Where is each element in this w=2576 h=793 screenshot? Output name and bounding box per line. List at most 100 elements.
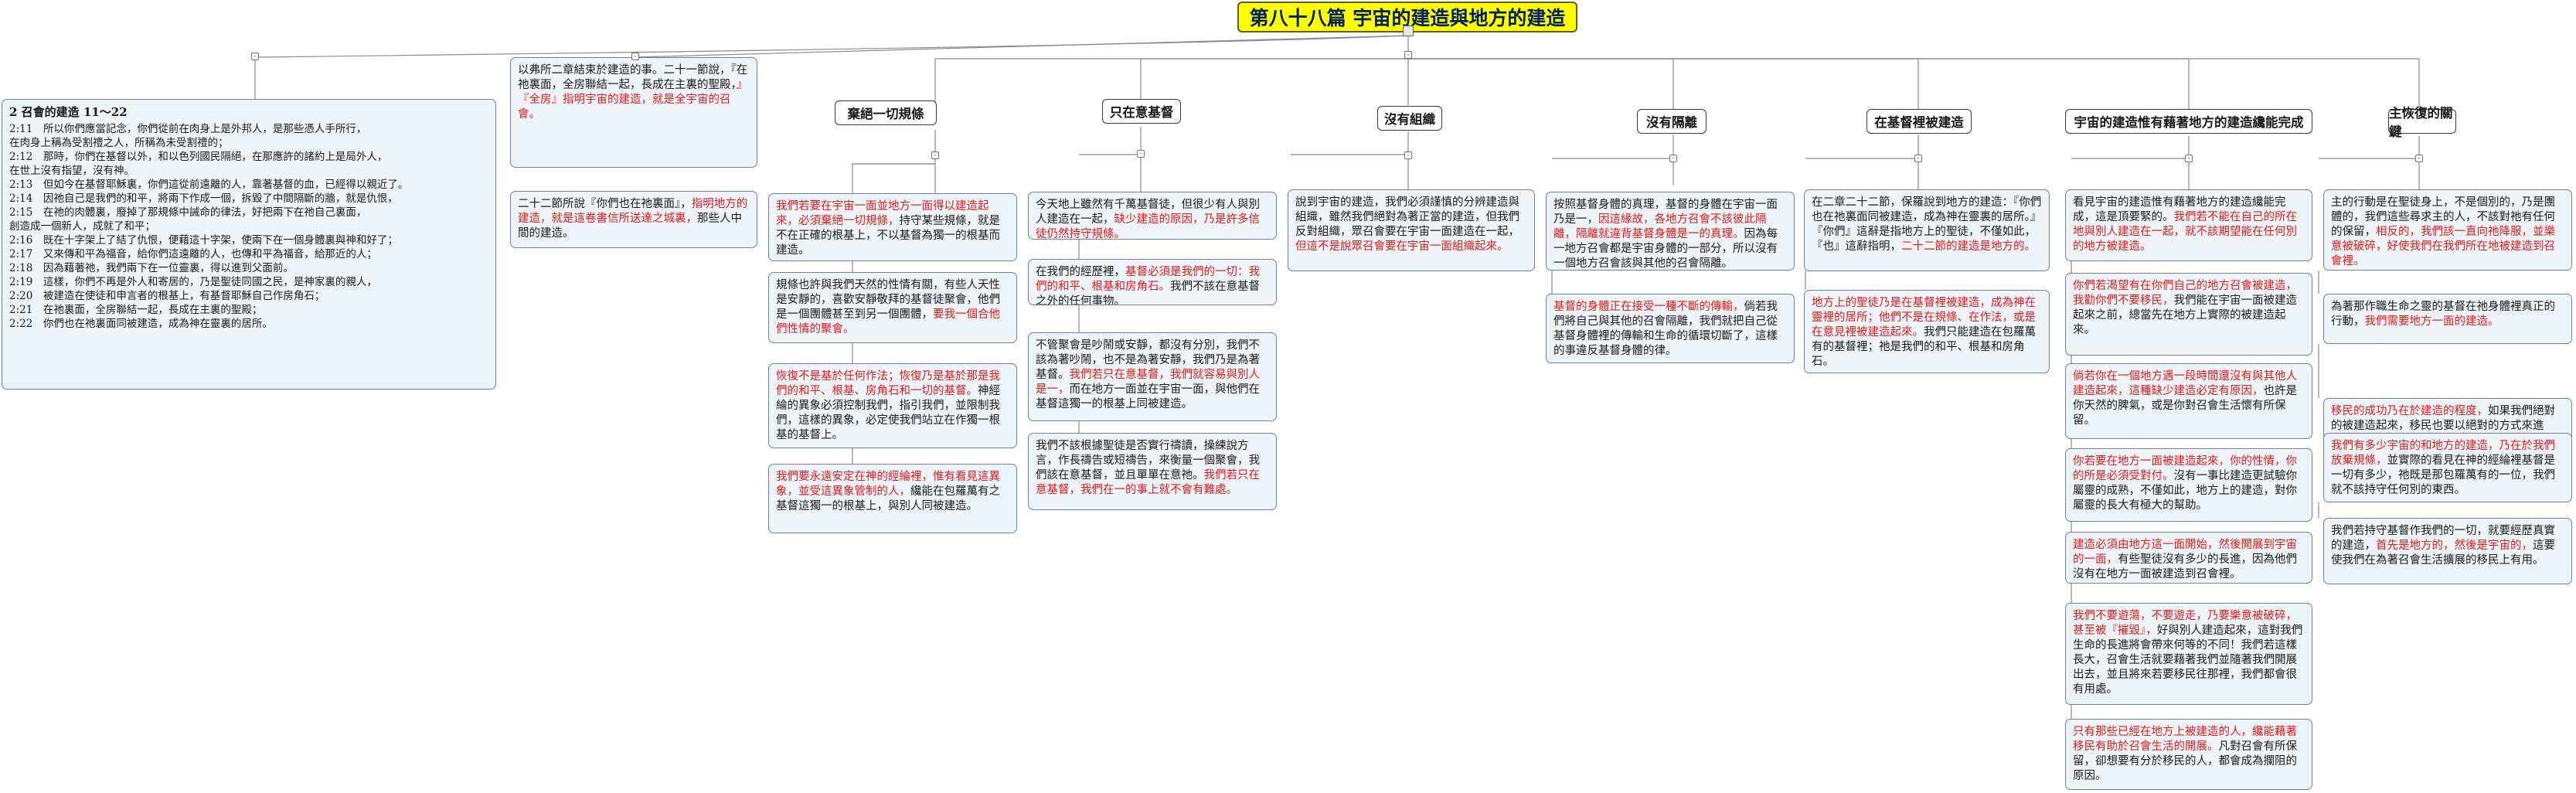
scripture-line: 2:17 又來傳和平為福音，給你們這遠離的人，也傳和平為福音，給那近的人； xyxy=(9,248,377,260)
col6-box-1[interactable]: 看見宇宙的建造惟有藉著地方的建造纔能完成，這是頂要緊的。我們若不能在自己的所在地… xyxy=(2065,189,2312,261)
body-text: 沒有一事比建造更試驗你屬靈的成熟，不僅如此，地方上的建造，對你屬靈的長大有極大的… xyxy=(2073,470,2297,512)
scripture-line: 2:14 因祂自己是我們的和平，將兩下作成一個，拆毀了中間隔斷的牆，就是仇恨， xyxy=(9,192,398,205)
body-text: 規條也許與我們天然的性情有關，有些人天性是安靜的，喜歡安靜敬拜的基督徒聚會，他們… xyxy=(776,279,1000,321)
highlight-text: 地方上的聖徒乃是在基督裡被建造，成為神在靈裡的居所； xyxy=(1812,297,2036,324)
collapse-knob-col2[interactable]: - xyxy=(1137,150,1145,158)
header-care-only-christ[interactable]: 只在意基督 xyxy=(1102,99,1181,124)
col1-box-4[interactable]: 我們要永遠安定在神的經綸裡，惟有看見這異象，並受這異象管制的人，纔能在包羅萬有之… xyxy=(768,464,1017,533)
body-text: 持守某些規條，就是不在正確的根基上，不以基督為獨一的根基而建造。 xyxy=(776,215,1000,257)
header-built-in-christ[interactable]: 在基督裡被建造 xyxy=(1866,109,1972,134)
scripture-line: 2:19 這樣，你們不再是外人和寄居的，乃是聖徒同國之民，是神家裏的親人， xyxy=(9,276,377,288)
col5-box-1[interactable]: 在二章二十二節，保羅說到地方的建造：『你們也在祂裏面同被建造，成為神在靈裏的居所… xyxy=(1804,189,2050,271)
col6-box-5[interactable]: 建造必須由地方這一面開始，然後開展到宇宙的一面，有些聖徒沒有多少的長進，因為他們… xyxy=(2065,532,2312,584)
header-key-to-recovery[interactable]: 主恢復的關鍵 xyxy=(2388,106,2456,139)
collapse-knob-col7[interactable]: - xyxy=(2415,155,2423,162)
highlight-text: 二十二節的建造是地方的。 xyxy=(1901,240,2036,253)
highlight-text: 我們若只在意基督，我們在一的事上就不會有難處。 xyxy=(1036,469,1260,496)
collapse-knob-main[interactable]: - xyxy=(1404,51,1412,59)
body-text: 以弗所二章結束於建造的事。二十一節說，『在祂裏面，全房聯結一起，長成在主裏的聖殿… xyxy=(518,64,748,91)
body-text: 凡對召會有所保留，卻想要有分於移民的人，都會成為攔阻的原因。 xyxy=(2073,740,2297,782)
scripture-line: 2:18 因為藉著祂，我們兩下在一位靈裏，得以進到父面前。 xyxy=(9,262,294,274)
highlight-text: 基督必須是我們的一切：我們的和平、根基和房角石。 xyxy=(1036,266,1260,293)
scripture-line: 2:12 那時，你們在基督以外，和以色列國民隔絕，在那應許的諸約上是局外人， xyxy=(9,151,388,163)
body-text: 因為每一地方召會都是宇宙身體的一部分，所以沒有一個地方召會該與其他的召會隔離。 xyxy=(1553,228,1778,270)
header-no-organization[interactable]: 沒有組織 xyxy=(1377,106,1442,131)
body-text: 神經綸的異象必須控制我們，指引我們，並限制我們，這樣的異象，必定使我們站立在作獨… xyxy=(776,385,1000,441)
highlight-text: 你若要在地方一面被建造起來，你的性情，你的所是必須受對付。 xyxy=(2073,455,2297,482)
body-text: 說到宇宙的建造，我們必須謹慎的分辨建造與組織，雖然我們絕對為著正當的建造，但我們… xyxy=(1295,196,1519,238)
body-text: 好與別人建造起來，這對我們生命的長進將會帶來何等的不同！我們若這樣長大，召會生活… xyxy=(2073,625,2303,696)
body-text: 也許是你天然的脾氣，或是你對召會生活懷有所保留。 xyxy=(2073,385,2297,427)
col2-box-3[interactable]: 不管聚會是吵鬧或安靜，都沒有分別，我們不該為著吵鬧，也不是為著安靜，我們乃是為著… xyxy=(1028,332,1277,421)
scripture-heading: 2 召會的建造 11～22 xyxy=(9,105,128,119)
body-text: 那些人中間的建造。 xyxy=(518,213,742,240)
body-text: 這要使我們在為著召會生活擴展的移民上有用。 xyxy=(2331,539,2555,567)
scripture-line: 2:22 你們也在祂裏面同被建造，成為神在靈裏的居所。 xyxy=(9,318,273,330)
highlight-text: 恢復不是基於任何作法；恢復乃是基於那是我們的和平、根基、房角石和一切的基督。 xyxy=(776,370,1000,397)
body-text: 有些聖徒沒有多少的長進，因為他們沒有在地方一面被建造到召會裡。 xyxy=(2073,553,2297,580)
highlight-text: 只有那些已經在地方上被建造的人，纔能藉著移民有助於召會生活的開展。 xyxy=(2073,726,2297,753)
col2-box-4[interactable]: 我們不該根據聖徒是否實行禱讀，操練說方言，作長禱告或短禱告，來衡量一個聚會，我們… xyxy=(1028,433,1277,510)
col2-box-2[interactable]: 在我們的經歷裡，基督必須是我們的一切：我們的和平、根基和房角石。我們不該在意基督… xyxy=(1028,259,1277,305)
scripture-line: 在肉身上稱為受割禮之人，所稱為未受割禮的； xyxy=(9,137,229,149)
col6-box-7[interactable]: 只有那些已經在地方上被建造的人，纔能藉著移民有助於召會生活的開展。凡對召會有所保… xyxy=(2065,719,2312,790)
highlight-text: 因這緣故，各地方召會不該彼此隔離，隔離就違背基督身體是一的真理。 xyxy=(1553,213,1767,240)
collapse-knob-scripture[interactable]: - xyxy=(251,53,259,60)
collapse-knob-col6[interactable]: - xyxy=(2185,155,2193,162)
header-no-isolation[interactable]: 沒有隔離 xyxy=(1637,109,1707,134)
col1-box-2[interactable]: 規條也許與我們天然的性情有關，有些人天性是安靜的，喜歡安靜敬拜的基督徒聚會，他們… xyxy=(768,272,1017,343)
body-text: 我們不該根據聖徒是否實行禱讀，操練說方言，作長禱告或短禱告，來衡量一個聚會，我們… xyxy=(1036,440,1260,482)
body-text: 在我們的經歷裡， xyxy=(1036,266,1125,278)
header-abandon-ordinances[interactable]: 棄絕一切規條 xyxy=(835,100,937,125)
col5-box-2[interactable]: 地方上的聖徒乃是在基督裡被建造，成為神在靈裡的居所；他們不是在規條、在作法，或是… xyxy=(1804,290,2050,373)
col7-box-4[interactable]: 我們有多少宇宙的和地方的建造，乃在於我們放棄規條，並實際的看見在神的經綸裡基督是… xyxy=(2323,433,2572,502)
intro-box-1[interactable]: 以弗所二章結束於建造的事。二十一節說，『在祂裏面，全房聯結一起，長成在主裏的聖殿… xyxy=(510,57,757,168)
highlight-text: 我們不要遊蕩，不要遊走，乃要樂意被破碎，甚至被『摧毀』， xyxy=(2073,610,2297,637)
col1-box-1[interactable]: 我們若要在宇宙一面並地方一面得以建造起來，必須棄絕一切規條，持守某些規條，就是不… xyxy=(768,193,1017,261)
highlight-text: 建造必須由地方這一面開始，然後開展到宇宙的一面， xyxy=(2073,539,2297,566)
highlight-text: 相反的，我們該一直向祂降服，並樂意被破碎，好使我們在我們所在地被建造到召會裡。 xyxy=(2331,226,2555,267)
scripture-box[interactable]: 2 召會的建造 11～22 2:11 所以你們應當記念，你們從前在肉身上是外邦人… xyxy=(2,99,496,390)
attachment-icon[interactable] xyxy=(1403,26,1414,36)
highlight-text: 要我一個合他們性情的聚會。 xyxy=(776,308,1000,335)
col3-box-1[interactable]: 說到宇宙的建造，我們必須謹慎的分辨建造與組織，雖然我們絕對為著正當的建造，但我們… xyxy=(1288,189,1535,271)
body-text: 而在地方一面並在宇宙一面，與他們在基督這獨一的根基上同被建造。 xyxy=(1036,383,1260,410)
body-text: 在二章二十二節，保羅說到地方的建造：『你們也在祂裏面同被建造，成為神在靈裏的居所… xyxy=(1812,196,2042,253)
scripture-line: 創造成一個新人，成就了和平； xyxy=(9,220,155,233)
intro-box-2[interactable]: 二十二節所說『你們也在祂裏面』，指明地方的建造，就是這卷書信所送達之城裏，那些人… xyxy=(510,191,757,248)
col2-box-1[interactable]: 今天地上雖然有千萬基督徒，但很少有人與別人建造在一起，缺少建造的原因，乃是許多信… xyxy=(1028,192,1277,240)
highlight-text: 基督的身體正在接受一種不斷的傳輸， xyxy=(1553,301,1744,313)
col1-box-3[interactable]: 恢復不是基於任何作法；恢復乃是基於那是我們的和平、根基、房角石和一切的基督。神經… xyxy=(768,363,1017,448)
highlight-text: 你們若渴望有在你們自己的地方召會被建造，我勸你們不要移民， xyxy=(2073,280,2297,307)
body-text: 纔能在包羅萬有之基督這獨一的根基上，與別人同被建造。 xyxy=(776,485,1000,512)
body-text: 二十二節所說『你們也在祂裏面』， xyxy=(518,198,692,210)
col6-box-2[interactable]: 你們若渴望有在你們自己的地方召會被建造，我勸你們不要移民，我們能在宇宙一面被建造… xyxy=(2065,273,2312,356)
collapse-knob-col4[interactable]: - xyxy=(1669,155,1677,162)
body-text: 看見宇宙的建造惟有藉著地方的建造纔能完成，這是頂要緊的。 xyxy=(2073,196,2286,223)
body-text: 我們能在宇宙一面被建造起來之前，總當先在地方上實際的被建造起來。 xyxy=(2073,294,2297,336)
body-text: 今天地上雖然有千萬基督徒，但很少有人與別人建造在一起， xyxy=(1036,199,1260,226)
col7-box-2[interactable]: 為著那作職生命之靈的基督在祂身體裡真正的行動，我們需要地方一面的建造。 xyxy=(2323,294,2572,344)
scripture-line: 2:16 既在十字架上了結了仇恨，便藉這十字架，使兩下在一個身體裏與神和好了； xyxy=(9,234,398,247)
col6-box-4[interactable]: 你若要在地方一面被建造起來，你的性情，你的所是必須受對付。沒有一事比建造更試驗你… xyxy=(2065,448,2312,522)
highlight-text: 但這不是說眾召會要在宇宙一面組織起來。 xyxy=(1295,240,1509,253)
collapse-knob-col1[interactable]: - xyxy=(931,151,939,159)
col6-box-6[interactable]: 我們不要遊蕩，不要遊走，乃要樂意被破碎，甚至被『摧毀』，好與別人建造起來，這對我… xyxy=(2065,603,2312,705)
collapse-knob-intro[interactable]: - xyxy=(631,53,639,60)
body-text: 按照基督身體的真理，基督的身體在宇宙一面乃是一， xyxy=(1553,199,1778,226)
body-text: 主的行動是在聖徒身上，不是個別的，乃是團體的，我們這些尋求主的人，不該對祂有任何… xyxy=(2331,196,2555,238)
highlight-text: 我們需要地方一面的建造。 xyxy=(2364,315,2499,328)
col4-box-1[interactable]: 按照基督身體的真理，基督的身體在宇宙一面乃是一，因這緣故，各地方召會不該彼此隔離… xyxy=(1546,192,1795,271)
scripture-line: 2:13 但如今在基督耶穌裏，你們這從前遠離的人，靠著基督的血，已經得以親近了。 xyxy=(9,179,409,191)
highlight-text: 我們要永遠安定在神的經綸裡，惟有看見這異象，並受這異象管制的人， xyxy=(776,471,1000,498)
header-universal-via-local[interactable]: 宇宙的建造惟有藉著地方的建造纔能完成 xyxy=(2065,109,2312,134)
col7-box-1[interactable]: 主的行動是在聖徒身上，不是個別的，乃是團體的，我們這些尋求主的人，不該對祂有任何… xyxy=(2323,189,2572,271)
collapse-knob-col3[interactable]: - xyxy=(1404,151,1412,159)
col7-box-5[interactable]: 我們若持守基督作我們的一切，就要經歷真實的建造，首先是地方的，然後是宇宙的，這要… xyxy=(2323,518,2572,584)
col6-box-3[interactable]: 倘若你在一個地方遇一段時間還沒有與其他人建造起來，這種缺少建造必定有原因，也許是… xyxy=(2065,363,2312,439)
body-text: 為著那作職生命之靈的基督在祂身體裡真正的行動， xyxy=(2331,301,2555,328)
col4-box-2[interactable]: 基督的身體正在接受一種不斷的傳輸，倘若我們將自己與其他的召會隔離，我們就把自己從… xyxy=(1546,294,1795,363)
collapse-knob-col5[interactable]: - xyxy=(1914,155,1922,162)
body-text: 我們只能建造在包羅萬有的基督裡；祂是我們的和平、根基和房角石。 xyxy=(1812,326,2036,368)
scripture-line: 2:21 在祂裏面，全房聯結一起，長成在主裏的聖殿； xyxy=(9,304,263,316)
